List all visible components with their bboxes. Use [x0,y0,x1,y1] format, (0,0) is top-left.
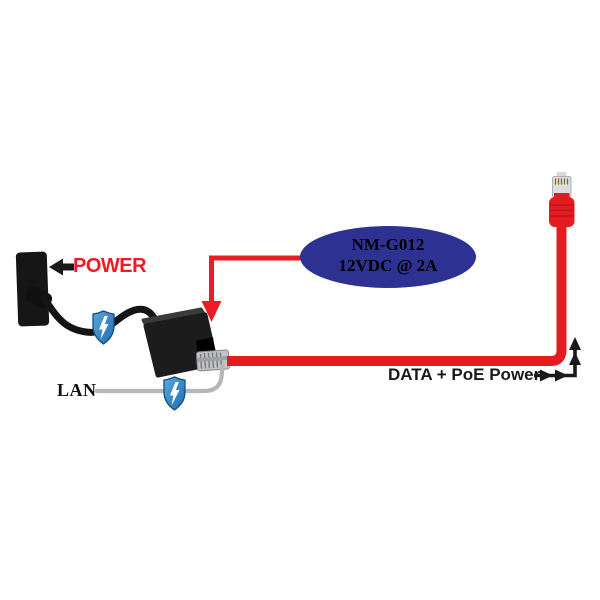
callout-arrow [201,255,301,322]
injector-model: NM-G012 [351,235,425,254]
callout-bubble [300,226,476,288]
lightning-shield-icon-power [92,310,115,345]
lan-cable [94,363,225,394]
power-label: POWER [73,255,147,277]
rj45-connector-top [549,172,575,227]
power-arrow-icon [49,258,74,276]
flow-direction-arrow-icon [534,337,581,382]
lan-label: LAN [57,380,97,400]
rj45-plug-injector [196,349,230,372]
data-poe-power-label: DATA + PoE Power [388,365,541,384]
lightning-shield-icon-lan [163,376,186,411]
injector-power-spec: 12VDC @ 2A [338,256,438,275]
injector-callout-text: NM-G012 12VDC @ 2A [300,234,476,276]
poe-cable [227,222,567,366]
